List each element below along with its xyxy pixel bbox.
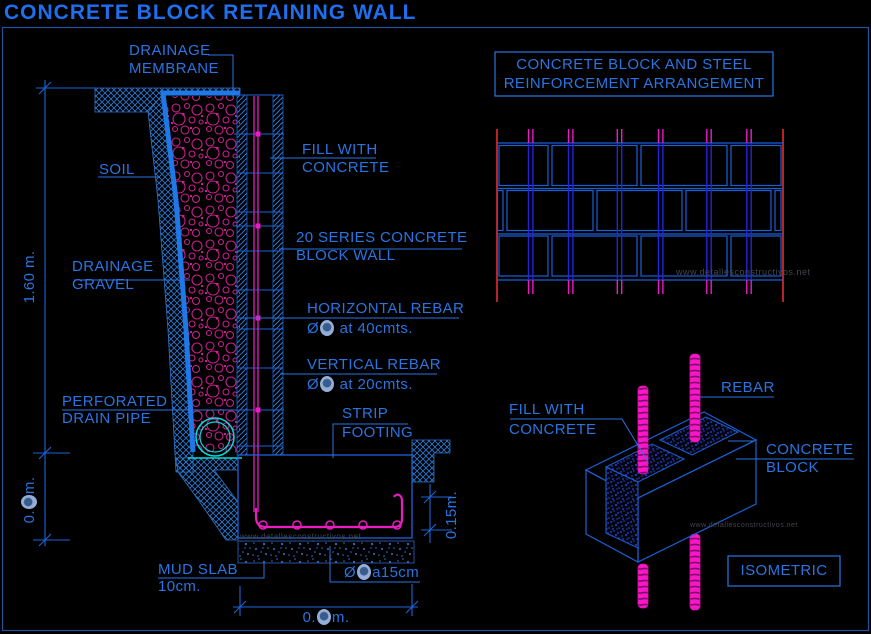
iso-cutaway-fill: [605, 466, 639, 549]
label-line: CONCRETE: [509, 421, 597, 438]
label-line: CONCRETE: [302, 159, 390, 176]
label-horizontal-rebar-spec: Ø at 40cmts.: [307, 320, 413, 338]
label-iso-rebar: REBAR: [721, 379, 775, 396]
mud-slab-band: [237, 540, 415, 564]
label-line: GRAVEL: [72, 276, 135, 293]
label-line: BLOCK: [766, 459, 819, 476]
dim-footing-depth: 0. m.: [21, 470, 39, 530]
label-soil: SOIL: [99, 161, 135, 178]
iso-rebar1-top: [637, 385, 649, 475]
label-fill-with-concrete: FILL WITH CONCRETE: [302, 141, 389, 177]
label-line: DRAIN PIPE: [62, 410, 152, 427]
label-line: 10cm.: [158, 578, 201, 595]
diameter-symbol: Ø: [307, 320, 320, 337]
label-block-wall: 20 SERIES CONCRETE BLOCK WALL: [296, 229, 467, 265]
redacted-digit-blob: [21, 495, 37, 510]
redacted-digit-blob: [316, 609, 331, 625]
cross-section: [33, 54, 462, 616]
dim-footing-width: 0. m.: [296, 609, 356, 627]
label-drainage-membrane: DRAINAGE MEMBRANE: [129, 42, 219, 78]
drainage-gravel-fill: [163, 96, 240, 452]
label-iso-fill-with-concrete: FILL WITH CONCRETE: [509, 401, 596, 439]
diameter-symbol: Ø: [307, 376, 320, 393]
isometric-caption-box: [727, 555, 841, 587]
dim-text: 0.: [21, 510, 38, 524]
iso-rebar1-bottom: [637, 563, 649, 609]
watermark-text: www.detallesconstructivos.net: [690, 522, 798, 529]
drainage-membrane-strip: [160, 90, 240, 453]
label-line: DRAINAGE: [129, 42, 211, 59]
wall-left-face: [236, 94, 248, 456]
isometric-view: [510, 353, 854, 611]
label-line: REINFORCEMENT ARRANGEMENT: [503, 75, 765, 92]
redacted-digit-blob: [357, 564, 372, 580]
label-line: BLOCK WALL: [296, 247, 396, 264]
elevation-title-box: [494, 51, 774, 97]
label-mud-slab: MUD SLAB 10cm.: [158, 561, 238, 595]
dim-text: m.: [21, 476, 38, 495]
label-line: CONCRETE BLOCK AND STEEL: [516, 56, 752, 73]
spec-text: at 20cmts.: [335, 376, 413, 393]
label-iso-concrete-block: CONCRETE BLOCK: [766, 441, 853, 477]
elevation-rebars: [527, 129, 752, 294]
label-line: 20 SERIES CONCRETE: [296, 229, 468, 246]
label-line: CONCRETE: [766, 441, 854, 458]
label-line: MUD SLAB: [158, 561, 238, 578]
label-perforated-drain-pipe: PERFORATED DRAIN PIPE: [62, 393, 167, 427]
drawing-title: CONCRETE BLOCK RETAINING WALL: [4, 1, 417, 24]
label-vertical-rebar: VERTICAL REBAR: [307, 356, 441, 373]
wall-right-face: [272, 94, 284, 456]
spec-text: at 40cmts.: [335, 320, 413, 337]
label-line: MEMBRANE: [129, 60, 219, 77]
footing-rebar-bar: [254, 493, 404, 529]
dim-text: 0.: [302, 609, 316, 626]
watermark-text: www.detallesconstructivos.net: [240, 532, 362, 541]
diameter-symbol: Ø: [344, 564, 357, 581]
dimension-lines: [33, 80, 452, 616]
bed-joints: [497, 142, 783, 281]
drawing-frame: [1, 26, 870, 632]
soil-right-chunk: [411, 439, 451, 483]
label-line: FILL WITH: [302, 141, 378, 158]
label-line: FILL WITH: [509, 401, 585, 418]
label-horizontal-rebar: HORIZONTAL REBAR: [307, 300, 465, 317]
elevation-title: CONCRETE BLOCK AND STEEL REINFORCEMENT A…: [495, 55, 773, 93]
drain-pipe-outer: [195, 417, 235, 457]
footing-outline: [237, 454, 413, 539]
dim-footing-thickness: 0.15m.: [443, 490, 460, 540]
block-courses: [496, 144, 782, 277]
redacted-digit-blob: [320, 320, 335, 336]
soil-bottom-mass: [175, 457, 239, 541]
block-course-joints: [237, 94, 283, 447]
label-line: STRIP: [342, 405, 389, 422]
dim-wall-height: 1.60 m.: [21, 250, 38, 304]
label-line: PERFORATED: [62, 393, 168, 410]
spec-text: a15cm: [372, 564, 420, 581]
elevation-view: [494, 51, 784, 302]
drain-pipe-inner: [199, 421, 231, 453]
iso-rebar2-top: [689, 353, 701, 443]
label-line: DRAINAGE: [72, 258, 154, 275]
watermark-text: www.detallesconstructivos.net: [676, 267, 811, 277]
dim-text: m.: [331, 609, 350, 626]
label-leaders: [62, 54, 462, 583]
isometric-caption: ISOMETRIC: [740, 562, 828, 579]
footing-transverse-bars: [258, 520, 402, 530]
label-strip-footing: STRIP FOOTING: [342, 406, 413, 441]
label-drainage-gravel: DRAINAGE GRAVEL: [72, 258, 154, 294]
iso-label-leaders: [510, 396, 854, 463]
iso-rebar2-bottom: [689, 533, 701, 611]
vertical-rebar-line: [253, 96, 259, 512]
label-line: FOOTING: [342, 424, 414, 441]
redacted-digit-blob: [320, 376, 335, 392]
label-vertical-rebar-spec: Ø at 20cmts.: [307, 376, 413, 394]
